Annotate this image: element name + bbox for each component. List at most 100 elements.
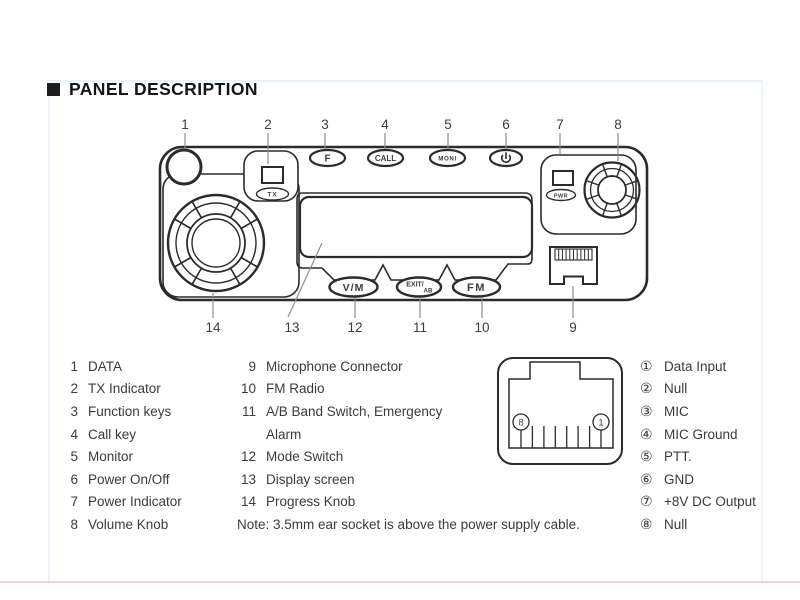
- vm-key-label: V/M: [343, 282, 365, 294]
- pin-number: ⑥: [640, 470, 653, 487]
- microphone-connector-pins: [558, 249, 589, 260]
- pin-label: MIC Ground: [664, 426, 738, 442]
- mode-switch-button: [328, 276, 379, 298]
- header-bullet-square: [47, 83, 60, 96]
- tx-indicator-led: [261, 166, 284, 184]
- mic-connector-pinout-diagram: 8 1: [497, 357, 623, 465]
- pin8-marker-number: 8: [518, 418, 523, 429]
- callout-numbers: 1 2 3 4 5 6 7 8 14 13 12 11 10 9: [181, 117, 622, 335]
- tx-indicator-tab: [243, 150, 299, 202]
- panel-button-labels: F CALL MONI TX PWR V/M EXIT/ AB FM: [267, 154, 568, 295]
- page-header: PANEL DESCRIPTION: [47, 79, 258, 100]
- callout-10: 10: [474, 320, 489, 335]
- pin-legend-item: ③ MIC: [640, 400, 756, 423]
- pin8-marker-circle: [512, 413, 530, 431]
- legend-item-label: FM Radio: [266, 381, 325, 397]
- legend-item-label: Display screen: [266, 471, 355, 487]
- pin-legend-item: ⑤ PTT.: [640, 445, 756, 468]
- right-subpanel-outline: [540, 154, 637, 235]
- moni-key-label: MONI: [438, 156, 457, 163]
- pin-label: MIC: [664, 403, 689, 419]
- callout-3: 3: [321, 117, 329, 132]
- legend-item-number: 14: [240, 494, 256, 510]
- legend-item-label: Power Indicator: [88, 494, 182, 510]
- legend-item-label: Alarm: [266, 426, 302, 442]
- callout-9: 9: [569, 320, 577, 335]
- fm-button: [451, 276, 502, 298]
- function-key-button: [308, 148, 347, 168]
- legend-item-label: TX Indicator: [88, 381, 161, 397]
- pin-legend-item: ⑧ Null: [640, 513, 756, 536]
- legend-item-number: 2: [70, 381, 78, 397]
- connector-pin-lines: [520, 426, 602, 448]
- callout-2: 2: [264, 117, 272, 132]
- pin-number: ⑤: [640, 448, 653, 465]
- page-divider-rule: [0, 581, 800, 583]
- connector-outer-outline: [497, 357, 623, 465]
- pwr-label-oval: [545, 188, 577, 202]
- call-key-label: CALL: [375, 154, 396, 163]
- monitor-button: [428, 148, 467, 168]
- legend-item: 13 Display screen: [236, 468, 442, 491]
- pin-number: ③: [640, 402, 653, 419]
- pin-label: Null: [664, 516, 688, 532]
- page-title: PANEL DESCRIPTION: [69, 79, 258, 99]
- callout-5: 5: [444, 117, 452, 132]
- data-connector: [165, 148, 203, 186]
- legend-item-number: 4: [70, 426, 78, 442]
- volume-knob-spokes: [586, 164, 638, 216]
- legend-item-number: 3: [70, 403, 78, 419]
- legend-item-label: A/B Band Switch, Emergency: [266, 403, 443, 419]
- pin-label: Null: [664, 381, 688, 397]
- callout-1: 1: [181, 117, 189, 132]
- exit-key-label: EXIT/: [406, 282, 424, 289]
- pwr-label: PWR: [554, 193, 568, 199]
- pin-number: ⑦: [640, 493, 653, 510]
- pin-number: ④: [640, 425, 653, 442]
- pin-legend-item: ⑦ +8V DC Output: [640, 491, 756, 514]
- pin-marker-numbers: 8 1: [518, 418, 603, 429]
- legend-item-number: 13: [240, 471, 256, 487]
- pin-label: PTT.: [664, 449, 692, 465]
- legend-item-number: 6: [70, 471, 78, 487]
- callout-7: 7: [556, 117, 564, 132]
- legend-item-label: Volume Knob: [88, 516, 169, 532]
- pin-number: ⑧: [640, 515, 653, 532]
- power-icon: [500, 152, 512, 163]
- radio-panel-diagram: 1 2 3 4 5 6 7 8 14 13 12 11 10 9 F CALL …: [158, 117, 649, 335]
- f-key-label: F: [324, 154, 330, 165]
- legend-item-label: Monitor: [88, 449, 134, 465]
- legend-item: 7 Power Indicator: [60, 491, 182, 514]
- callout-13: 13: [284, 320, 299, 335]
- callout-11: 11: [413, 320, 427, 335]
- callout-14: 14: [205, 320, 221, 335]
- legend-item-number: 9: [248, 358, 256, 374]
- legend-item-continuation: Alarm: [236, 423, 442, 446]
- display-screen: [298, 195, 534, 259]
- tx-label-oval: [255, 187, 290, 201]
- callout-12: 12: [347, 320, 362, 335]
- callout-8: 8: [614, 117, 622, 132]
- pin-label: +8V DC Output: [664, 494, 756, 510]
- progress-knob-spokes: [174, 201, 258, 285]
- legend-item: 2 TX Indicator: [60, 378, 182, 401]
- center-section-outline: [296, 192, 533, 281]
- legend-item-number: 7: [70, 494, 78, 510]
- progress-knob: [166, 193, 266, 293]
- exit-key-sub-label: AB: [424, 289, 433, 295]
- volume-knob: [583, 161, 641, 219]
- legend-item-label: Mode Switch: [266, 449, 344, 465]
- legend-item-number: 1: [70, 358, 78, 374]
